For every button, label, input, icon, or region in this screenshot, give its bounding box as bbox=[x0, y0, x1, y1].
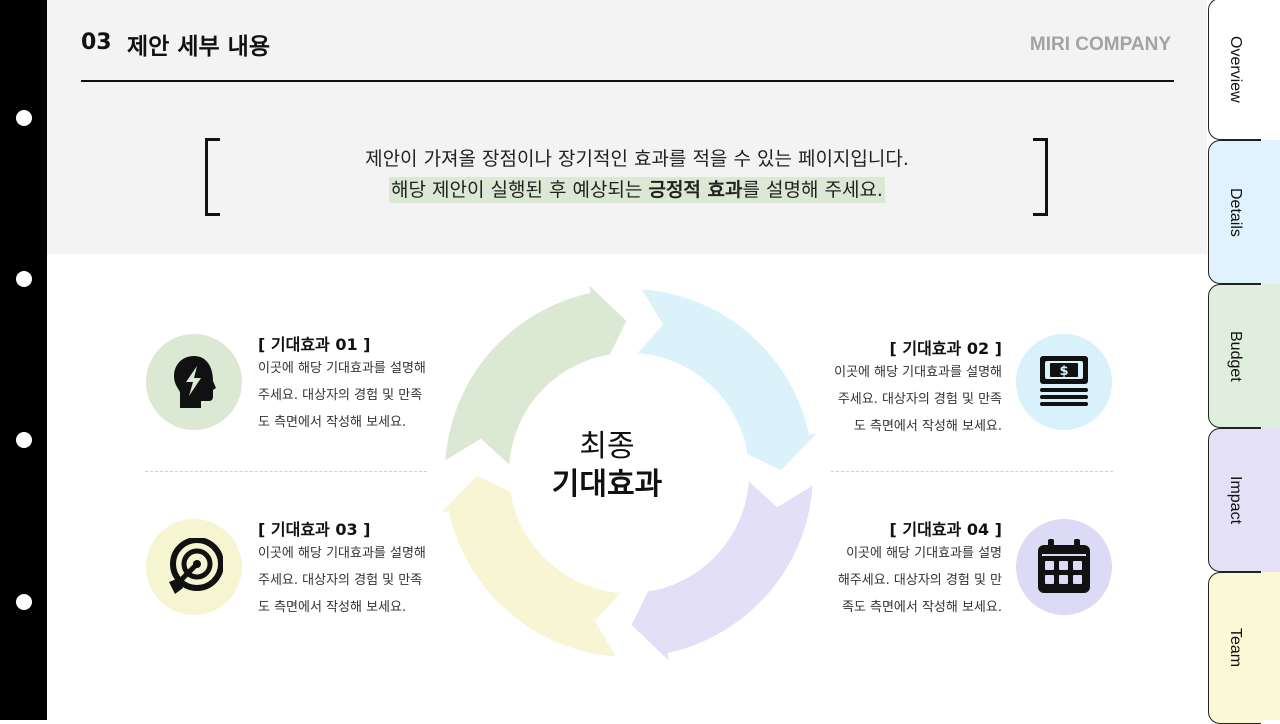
effect-03-line: 도 측면에서 작성해 보세요. bbox=[258, 600, 407, 615]
intro-line-2: 해당 제안이 실행된 후 예상되는 긍정적 효과를 설명해 주세요. bbox=[247, 175, 1027, 206]
money-stack-icon: $ bbox=[1040, 356, 1088, 406]
binder-hole bbox=[16, 271, 32, 287]
intro-panel bbox=[47, 0, 1207, 254]
effect-03-body: 이곳에 해당 기대효과를 설명해 주세요. 대상자의 경험 및 만족 도 측면에… bbox=[258, 540, 433, 621]
effect-04-line: 족도 측면에서 작성해 보세요. bbox=[841, 600, 1002, 615]
tab-edge bbox=[1260, 572, 1280, 720]
effect-04-line: 이곳에 해당 기대효과를 설명 bbox=[846, 546, 1002, 561]
effect-01-line: 도 측면에서 작성해 보세요. bbox=[258, 415, 407, 430]
effect-01-icon-circle bbox=[146, 334, 242, 430]
slide-page: 03 제안 세부 내용 MIRI COMPANY 제안이 가져올 장점이나 장기… bbox=[47, 0, 1207, 720]
cycle-segment-4 bbox=[441, 475, 621, 657]
intro-line-1: 제안이 가져올 장점이나 장기적인 효과를 적을 수 있는 페이지입니다. bbox=[365, 148, 909, 170]
effect-01-line: 주세요. 대상자의 경험 및 만족 bbox=[258, 388, 423, 403]
effect-03-line: 주세요. 대상자의 경험 및 만족 bbox=[258, 573, 423, 588]
effect-04-icon-circle bbox=[1016, 519, 1112, 615]
binder-hole bbox=[16, 594, 32, 610]
tab-details[interactable]: Details bbox=[1208, 140, 1261, 284]
intro-highlight: 해당 제안이 실행된 후 예상되는 긍정적 효과를 설명해 주세요. bbox=[389, 177, 885, 203]
effect-01-title: [ 기대효과 01 ] bbox=[258, 335, 371, 354]
binder-hole bbox=[16, 110, 32, 126]
center-label-line-1: 최종 bbox=[579, 429, 635, 464]
center-label-line-2: 기대효과 bbox=[551, 467, 663, 502]
intro-line-2-bold: 긍정적 효과 bbox=[648, 179, 743, 201]
effect-02-title: [ 기대효과 02 ] bbox=[889, 339, 1002, 358]
target-icon bbox=[169, 538, 223, 594]
effect-02-line: 이곳에 해당 기대효과를 설명해 bbox=[834, 365, 1002, 380]
index-tabs: Overview Details Budget Impact Team bbox=[1207, 0, 1280, 724]
effect-04-title: [ 기대효과 04 ] bbox=[889, 520, 1002, 539]
tab-edge bbox=[1260, 140, 1280, 284]
tab-budget-label: Budget bbox=[1227, 330, 1244, 382]
cycle-segment-1 bbox=[445, 285, 627, 465]
effect-03-line: 이곳에 해당 기대효과를 설명해 bbox=[258, 546, 426, 561]
cycle-segment-2 bbox=[637, 289, 817, 471]
effect-04-body: 이곳에 해당 기대효과를 설명 해주세요. 대상자의 경험 및 만 족도 측면에… bbox=[827, 540, 1002, 621]
effect-02-body: 이곳에 해당 기대효과를 설명해 주세요. 대상자의 경험 및 만족 도 측면에… bbox=[827, 359, 1002, 440]
cycle-center bbox=[509, 353, 749, 593]
tab-edge bbox=[1260, 0, 1280, 140]
effect-03-title: [ 기대효과 03 ] bbox=[258, 520, 371, 539]
tab-details-label: Details bbox=[1227, 187, 1244, 237]
right-bracket bbox=[1033, 138, 1048, 216]
tab-edge bbox=[1260, 428, 1280, 572]
tab-impact-label: Impact bbox=[1227, 475, 1244, 524]
head-lightning-icon bbox=[174, 356, 216, 408]
company-name: MIRI COMPANY bbox=[1029, 34, 1171, 55]
header-divider bbox=[81, 80, 1174, 82]
tab-overview-label: Overview bbox=[1227, 35, 1244, 103]
left-bracket bbox=[205, 138, 220, 216]
center-label: 최종 기대효과 bbox=[517, 428, 697, 504]
intro-line-2-prefix: 해당 제안이 실행된 후 예상되는 bbox=[391, 179, 649, 201]
tab-team-label: Team bbox=[1227, 628, 1244, 668]
cycle-segment-3 bbox=[631, 481, 813, 661]
effect-02-line: 주세요. 대상자의 경험 및 만족 bbox=[837, 392, 1002, 407]
effect-03-icon-circle bbox=[146, 519, 242, 615]
section-title: 제안 세부 내용 bbox=[127, 34, 270, 60]
effect-04-line: 해주세요. 대상자의 경험 및 만 bbox=[837, 573, 1002, 588]
tab-impact[interactable]: Impact bbox=[1208, 428, 1261, 572]
tab-budget[interactable]: Budget bbox=[1208, 284, 1261, 428]
effect-02-line: 도 측면에서 작성해 보세요. bbox=[853, 419, 1002, 434]
effect-01-body: 이곳에 해당 기대효과를 설명해 주세요. 대상자의 경험 및 만족 도 측면에… bbox=[258, 355, 433, 436]
calendar-icon bbox=[1038, 539, 1090, 593]
tab-team[interactable]: Team bbox=[1208, 572, 1261, 724]
cycle-diagram bbox=[441, 285, 817, 661]
effect-02-icon-circle: $ bbox=[1016, 334, 1112, 430]
intro-line-2-suffix: 를 설명해 주세요. bbox=[742, 179, 883, 201]
tab-overview[interactable]: Overview bbox=[1208, 0, 1261, 140]
tab-edge bbox=[1260, 284, 1280, 428]
svg-text:$: $ bbox=[1059, 364, 1068, 379]
divider-left bbox=[145, 471, 427, 472]
binder-strip bbox=[0, 0, 47, 720]
divider-right bbox=[831, 471, 1113, 472]
binder-hole bbox=[16, 432, 32, 448]
section-number: 03 bbox=[81, 30, 112, 55]
effect-01-line: 이곳에 해당 기대효과를 설명해 bbox=[258, 361, 426, 376]
